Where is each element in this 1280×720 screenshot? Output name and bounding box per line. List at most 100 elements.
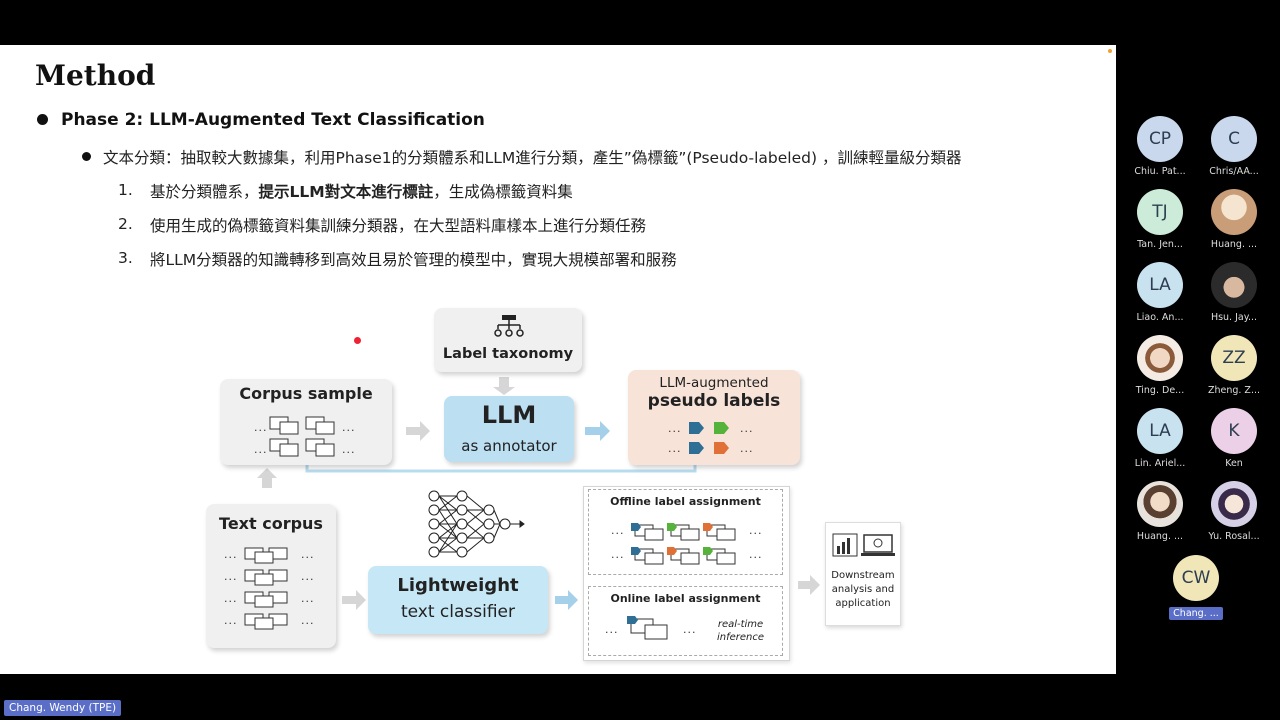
realtime-line2: inference [717,632,765,643]
participant-tile[interactable]: Hsu. Jay... [1189,262,1279,323]
participant-name: Chris/AA... [1209,166,1259,177]
item-number: 1. [118,181,133,199]
labeled-chat-icon [627,616,668,640]
offline-assignment-box: Offline label assignment ... ... ... ... [588,489,783,575]
participant-tile[interactable]: K Ken [1189,408,1279,469]
labeled-chats-icon [631,523,736,565]
slide-marker [1108,49,1112,53]
avatar: CW [1173,555,1219,601]
downstream-label: Downstream analysis and application [826,569,900,611]
avatar: ZZ [1211,335,1257,381]
ellipsis-text: ... [301,592,315,605]
item-text-3: 將LLM分類器的知識轉移到高效且易於管理的模型中，實現大規模部署和服務 [150,251,677,269]
ellipsis-text: ... [342,421,356,434]
participant-name: Chiu. Pat... [1134,166,1186,177]
participant-tile[interactable]: C Chris/AA... [1189,116,1279,177]
ellipsis-text: ... [611,524,625,537]
participant-tile[interactable]: Huang. ... [1115,481,1205,542]
participant-name: Hsu. Jay... [1210,312,1258,323]
downstream-box: Downstream analysis and application [825,522,901,626]
participant-tile-active[interactable]: CW Chang. ... [1151,555,1241,620]
ellipsis-text: ... [224,548,238,561]
llm-annotator-box: LLM as annotator [444,396,574,462]
item-text-2: 使用生成的偽標籤資料集訓練分類器，在大型語料庫樣本上進行分類任務 [150,217,647,235]
ellipsis-text: ... [301,570,315,583]
ellipsis-text: ... [301,614,315,627]
participant-name: Liao. An... [1136,312,1184,323]
avatar-photo [1137,335,1183,381]
avatar: TJ [1137,189,1183,235]
participant-tile[interactable]: LA Liao. An... [1115,262,1205,323]
item-text: ，生成偽標籤資料集 [433,183,573,201]
ellipsis-text: ... [301,548,315,561]
label-taxonomy-box: Label taxonomy [434,308,582,372]
ellipsis-text: ... [254,421,268,434]
participant-name: Ting. De... [1135,385,1185,396]
participant-tile[interactable]: ZZ Zheng. Z... [1189,335,1279,396]
ellipsis-text: ... [668,442,682,455]
pseudo-labels-box: LLM-augmented pseudo labels ... ... ... … [628,370,800,465]
realtime-line1: real-time [717,619,764,630]
participant-name: Lin. Ariel... [1134,458,1186,469]
participant-name: Chang. ... [1169,607,1223,620]
participant-name: Huang. ... [1136,531,1184,542]
participant-name: Huang. ... [1210,239,1258,250]
avatar-photo [1137,481,1183,527]
downstream-line2: analysis and [831,584,895,595]
ellipsis-text: ... [224,570,238,583]
ellipsis-text: ... [254,443,268,456]
participant-name: Zheng. Z... [1207,385,1261,396]
participant-tile[interactable]: Yu. Rosal... [1189,481,1279,542]
online-assignment-box: Online label assignment ... ... real-tim… [588,586,783,656]
realtime-label: real-time inference [717,618,764,644]
llm-sub-label: as annotator [461,437,557,455]
downstream-line3: application [835,598,891,609]
participant-tile[interactable]: TJ Tan. Jen... [1115,189,1205,250]
participant-tile[interactable]: Ting. De... [1115,335,1205,396]
bullet-dot [37,114,48,125]
bullet-dot [82,152,91,161]
participant-tile[interactable]: CP Chiu. Pat... [1115,116,1205,177]
hierarchy-icon [494,315,524,337]
classifier-label: text classifier [400,602,516,622]
neural-network-icon [428,490,525,558]
llm-label: LLM [481,401,537,429]
ellipsis-text: ... [749,548,763,561]
analytics-icon [832,533,895,557]
item-text-bold: 提示LLM對文本進行標註 [258,183,434,201]
corpus-sample-box: Corpus sample ... ... ... ... [220,379,392,465]
offline-label: Offline label assignment [610,495,761,508]
shared-slide: Method Phase 2: LLM-Augmented Text Class… [0,45,1116,674]
ellipsis-text: ... [740,422,754,435]
participant-name: Yu. Rosal... [1208,531,1260,542]
avatar: K [1211,408,1257,454]
text-corpus-label: Text corpus [219,514,323,533]
avatar-photo [1211,481,1257,527]
chat-bubbles-icon [244,547,288,630]
online-label: Online label assignment [610,592,761,605]
avatar: C [1211,116,1257,162]
item-number: 2. [118,215,133,233]
lightweight-label: Lightweight [397,575,519,596]
lightweight-classifier-box: Lightweight text classifier [368,566,548,634]
downstream-line1: Downstream [831,570,895,581]
ellipsis-text: ... [740,442,754,455]
ellipsis-text: ... [749,524,763,537]
avatar-photo [1211,189,1257,235]
label-taxonomy-label: Label taxonomy [442,346,574,362]
active-speaker-label: Chang. Wendy (TPE) [4,700,122,716]
chat-bubbles-icon [269,416,335,457]
item-text: 基於分類體系， [150,183,259,201]
participant-tile[interactable]: Huang. ... [1189,189,1279,250]
phase-heading: Phase 2: LLM-Augmented Text Classificati… [61,110,485,130]
corpus-sample-label: Corpus sample [239,384,373,403]
sub-bullet-text: 文本分類：抽取較大數據集，利用Phase1的分類體系和LLM進行分類，產生”偽標… [103,149,962,167]
item-number: 3. [118,249,133,267]
ellipsis-text: ... [683,623,697,636]
slide-title: Method [35,59,156,92]
avatar: CP [1137,116,1183,162]
participant-tile[interactable]: LA Lin. Ariel... [1115,408,1205,469]
tag-icons [689,422,729,454]
text-corpus-box: Text corpus ... ... ... ... ... ... ... … [206,504,336,648]
laser-pointer [354,337,361,344]
